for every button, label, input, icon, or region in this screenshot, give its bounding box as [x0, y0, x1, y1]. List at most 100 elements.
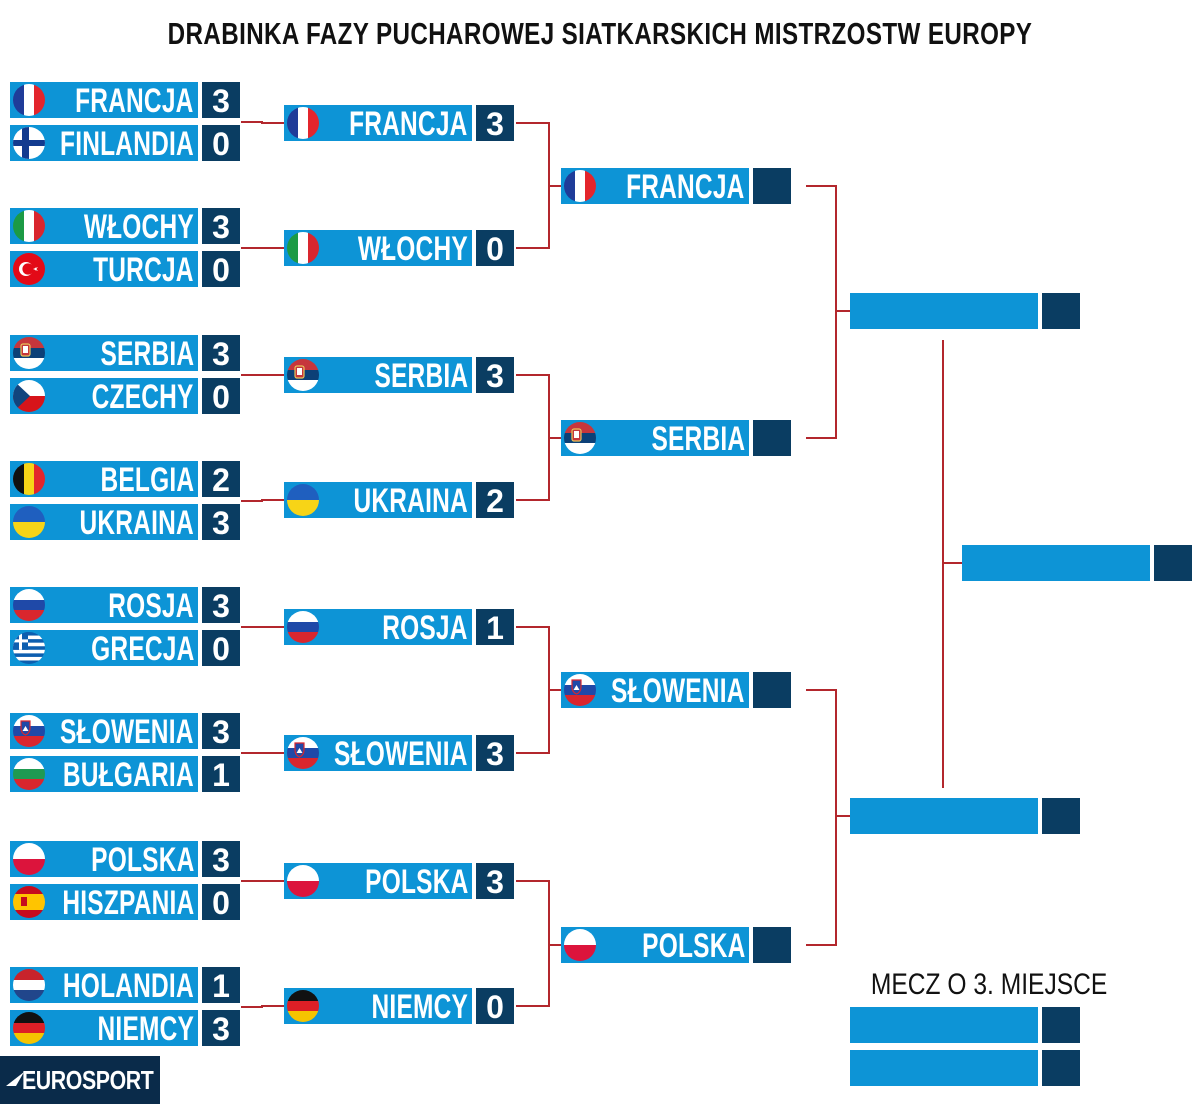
team-name-bar: SERBIA	[561, 420, 749, 456]
team-name: FRANCJA	[75, 82, 194, 118]
team-name: TURCJA	[93, 251, 194, 287]
team-name-bar: TURCJA	[10, 251, 198, 287]
team-name: SŁOWENIA	[611, 672, 745, 708]
score-box	[753, 420, 791, 456]
team-name: WŁOCHY	[357, 230, 468, 266]
team-name-bar	[850, 798, 1038, 834]
score-box: 3	[476, 735, 514, 772]
team-name: BELGIA	[100, 461, 194, 497]
score-box: 0	[476, 230, 514, 267]
flag-slovenia-icon	[13, 715, 45, 747]
champion-slot	[962, 545, 1192, 581]
team-name: SŁOWENIA	[334, 735, 468, 771]
logo-text: EUROSPORT	[22, 1065, 154, 1095]
team-name-bar: HOLANDIA	[10, 967, 198, 1003]
team-name-bar: SŁOWENIA	[561, 672, 749, 708]
flag-spain-icon	[13, 886, 45, 918]
score-box: 3	[202, 208, 240, 245]
team-name-bar: NIEMCY	[284, 988, 472, 1024]
score-box	[753, 672, 791, 708]
score-box: 3	[476, 105, 514, 142]
team-name: HOLANDIA	[63, 967, 194, 1003]
team-name-bar: FINLANDIA	[10, 125, 198, 161]
team-name: ROSJA	[108, 587, 194, 623]
team-name: UKRAINA	[79, 504, 194, 540]
score-box: 3	[202, 1010, 240, 1047]
score-box	[753, 168, 791, 204]
flag-poland-icon	[13, 843, 45, 875]
connector-qf-sf	[516, 122, 550, 249]
score-box: 2	[476, 482, 514, 519]
team-name-bar: BUŁGARIA	[10, 756, 198, 792]
connector-sf-final	[806, 185, 837, 439]
team-name-bar: POLSKA	[10, 841, 198, 877]
score-box: 0	[202, 251, 240, 288]
semifinal-team: FRANCJA	[561, 168, 791, 204]
team-name: FRANCJA	[349, 105, 468, 141]
eurosport-logo: EUROSPORT	[0, 1056, 160, 1104]
team-name: BUŁGARIA	[63, 756, 194, 792]
score-box: 0	[202, 630, 240, 667]
connector-qf-sf	[516, 880, 550, 1007]
team-name: SERBIA	[651, 420, 745, 456]
score-box: 2	[202, 461, 240, 498]
score-box	[1042, 1050, 1080, 1086]
team-name: HISZPANIA	[61, 884, 194, 920]
team-name: ROSJA	[382, 609, 468, 645]
team-name-bar: UKRAINA	[284, 482, 472, 518]
score-box: 1	[202, 967, 240, 1004]
flag-serbia-icon	[287, 359, 319, 391]
team-name-bar: SŁOWENIA	[10, 713, 198, 749]
team-name: UKRAINA	[353, 482, 468, 518]
score-box: 3	[476, 863, 514, 900]
team-name-bar	[850, 1050, 1038, 1086]
flag-serbia-icon	[13, 337, 45, 369]
team-name-bar: FRANCJA	[561, 168, 749, 204]
flag-italy-icon	[13, 210, 45, 242]
team-name: POLSKA	[641, 927, 745, 963]
team-name: FINLANDIA	[60, 125, 194, 161]
finalist-slot	[850, 798, 1080, 834]
team-name-bar	[962, 545, 1150, 581]
score-box	[1042, 798, 1080, 834]
team-name: SERBIA	[100, 335, 194, 371]
team-name: SERBIA	[374, 357, 468, 393]
flag-bulgaria-icon	[13, 758, 45, 790]
team-name-bar: HISZPANIA	[10, 884, 198, 920]
team-name-bar	[850, 293, 1038, 329]
flag-italy-icon	[287, 232, 319, 264]
flag-slovenia-icon	[287, 737, 319, 769]
team-name: POLSKA	[364, 863, 468, 899]
score-box: 3	[202, 82, 240, 119]
semifinal-team: SERBIA	[561, 420, 791, 456]
team-name-bar: GRECJA	[10, 630, 198, 666]
page-title: DRABINKA FAZY PUCHAROWEJ SIATKARSKICH MI…	[167, 16, 1033, 51]
team-name-bar: SERBIA	[10, 335, 198, 371]
score-box	[1042, 293, 1080, 329]
flag-serbia-icon	[564, 422, 596, 454]
flag-france-icon	[13, 84, 45, 116]
team-name-bar: POLSKA	[284, 863, 472, 899]
team-name-bar: SŁOWENIA	[284, 735, 472, 771]
flag-netherlands-icon	[13, 969, 45, 1001]
team-name: NIEMCY	[97, 1010, 194, 1046]
score-box: 3	[202, 504, 240, 541]
